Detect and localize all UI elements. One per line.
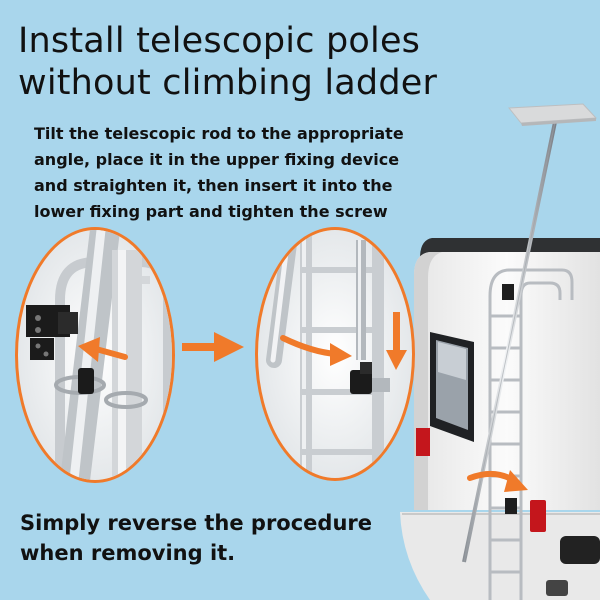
upper-mount <box>502 284 514 300</box>
instruction-line-2: angle, place it in the upper fixing devi… <box>34 150 400 169</box>
instruction-line-1: Tilt the telescopic rod to the appropria… <box>34 124 404 143</box>
removal-note: Simply reverse the procedure when removi… <box>20 508 372 568</box>
license-plate <box>560 536 600 564</box>
tail-light-right <box>530 500 546 532</box>
curved-arrow-icon <box>467 470 528 492</box>
removal-line-2: when removing it. <box>20 541 236 565</box>
instruction-line-3: and straighten it, then insert it into t… <box>34 176 393 195</box>
rv-window <box>430 332 474 442</box>
telescopic-pole <box>462 103 598 563</box>
page-title: Install telescopic poles without climbin… <box>18 20 437 104</box>
lower-mount <box>505 498 517 514</box>
removal-line-1: Simply reverse the procedure <box>20 511 373 535</box>
instruction-line-4: lower fixing part and tighten the screw <box>34 202 388 221</box>
rv-camper <box>400 238 600 600</box>
tail-light-left <box>416 428 430 456</box>
arrow-left-icon <box>78 337 128 362</box>
curved-arrow-icon <box>280 335 352 366</box>
title-line-1: Install telescopic poles <box>18 21 421 61</box>
instruction-text: Tilt the telescopic rod to the appropria… <box>34 121 454 225</box>
title-line-2: without climbing ladder <box>18 63 438 103</box>
detail-upper-fixing <box>15 227 175 483</box>
arrow-down-icon <box>386 312 407 370</box>
arrow-right-icon <box>182 332 244 362</box>
detail-lower-fixing <box>255 227 415 481</box>
